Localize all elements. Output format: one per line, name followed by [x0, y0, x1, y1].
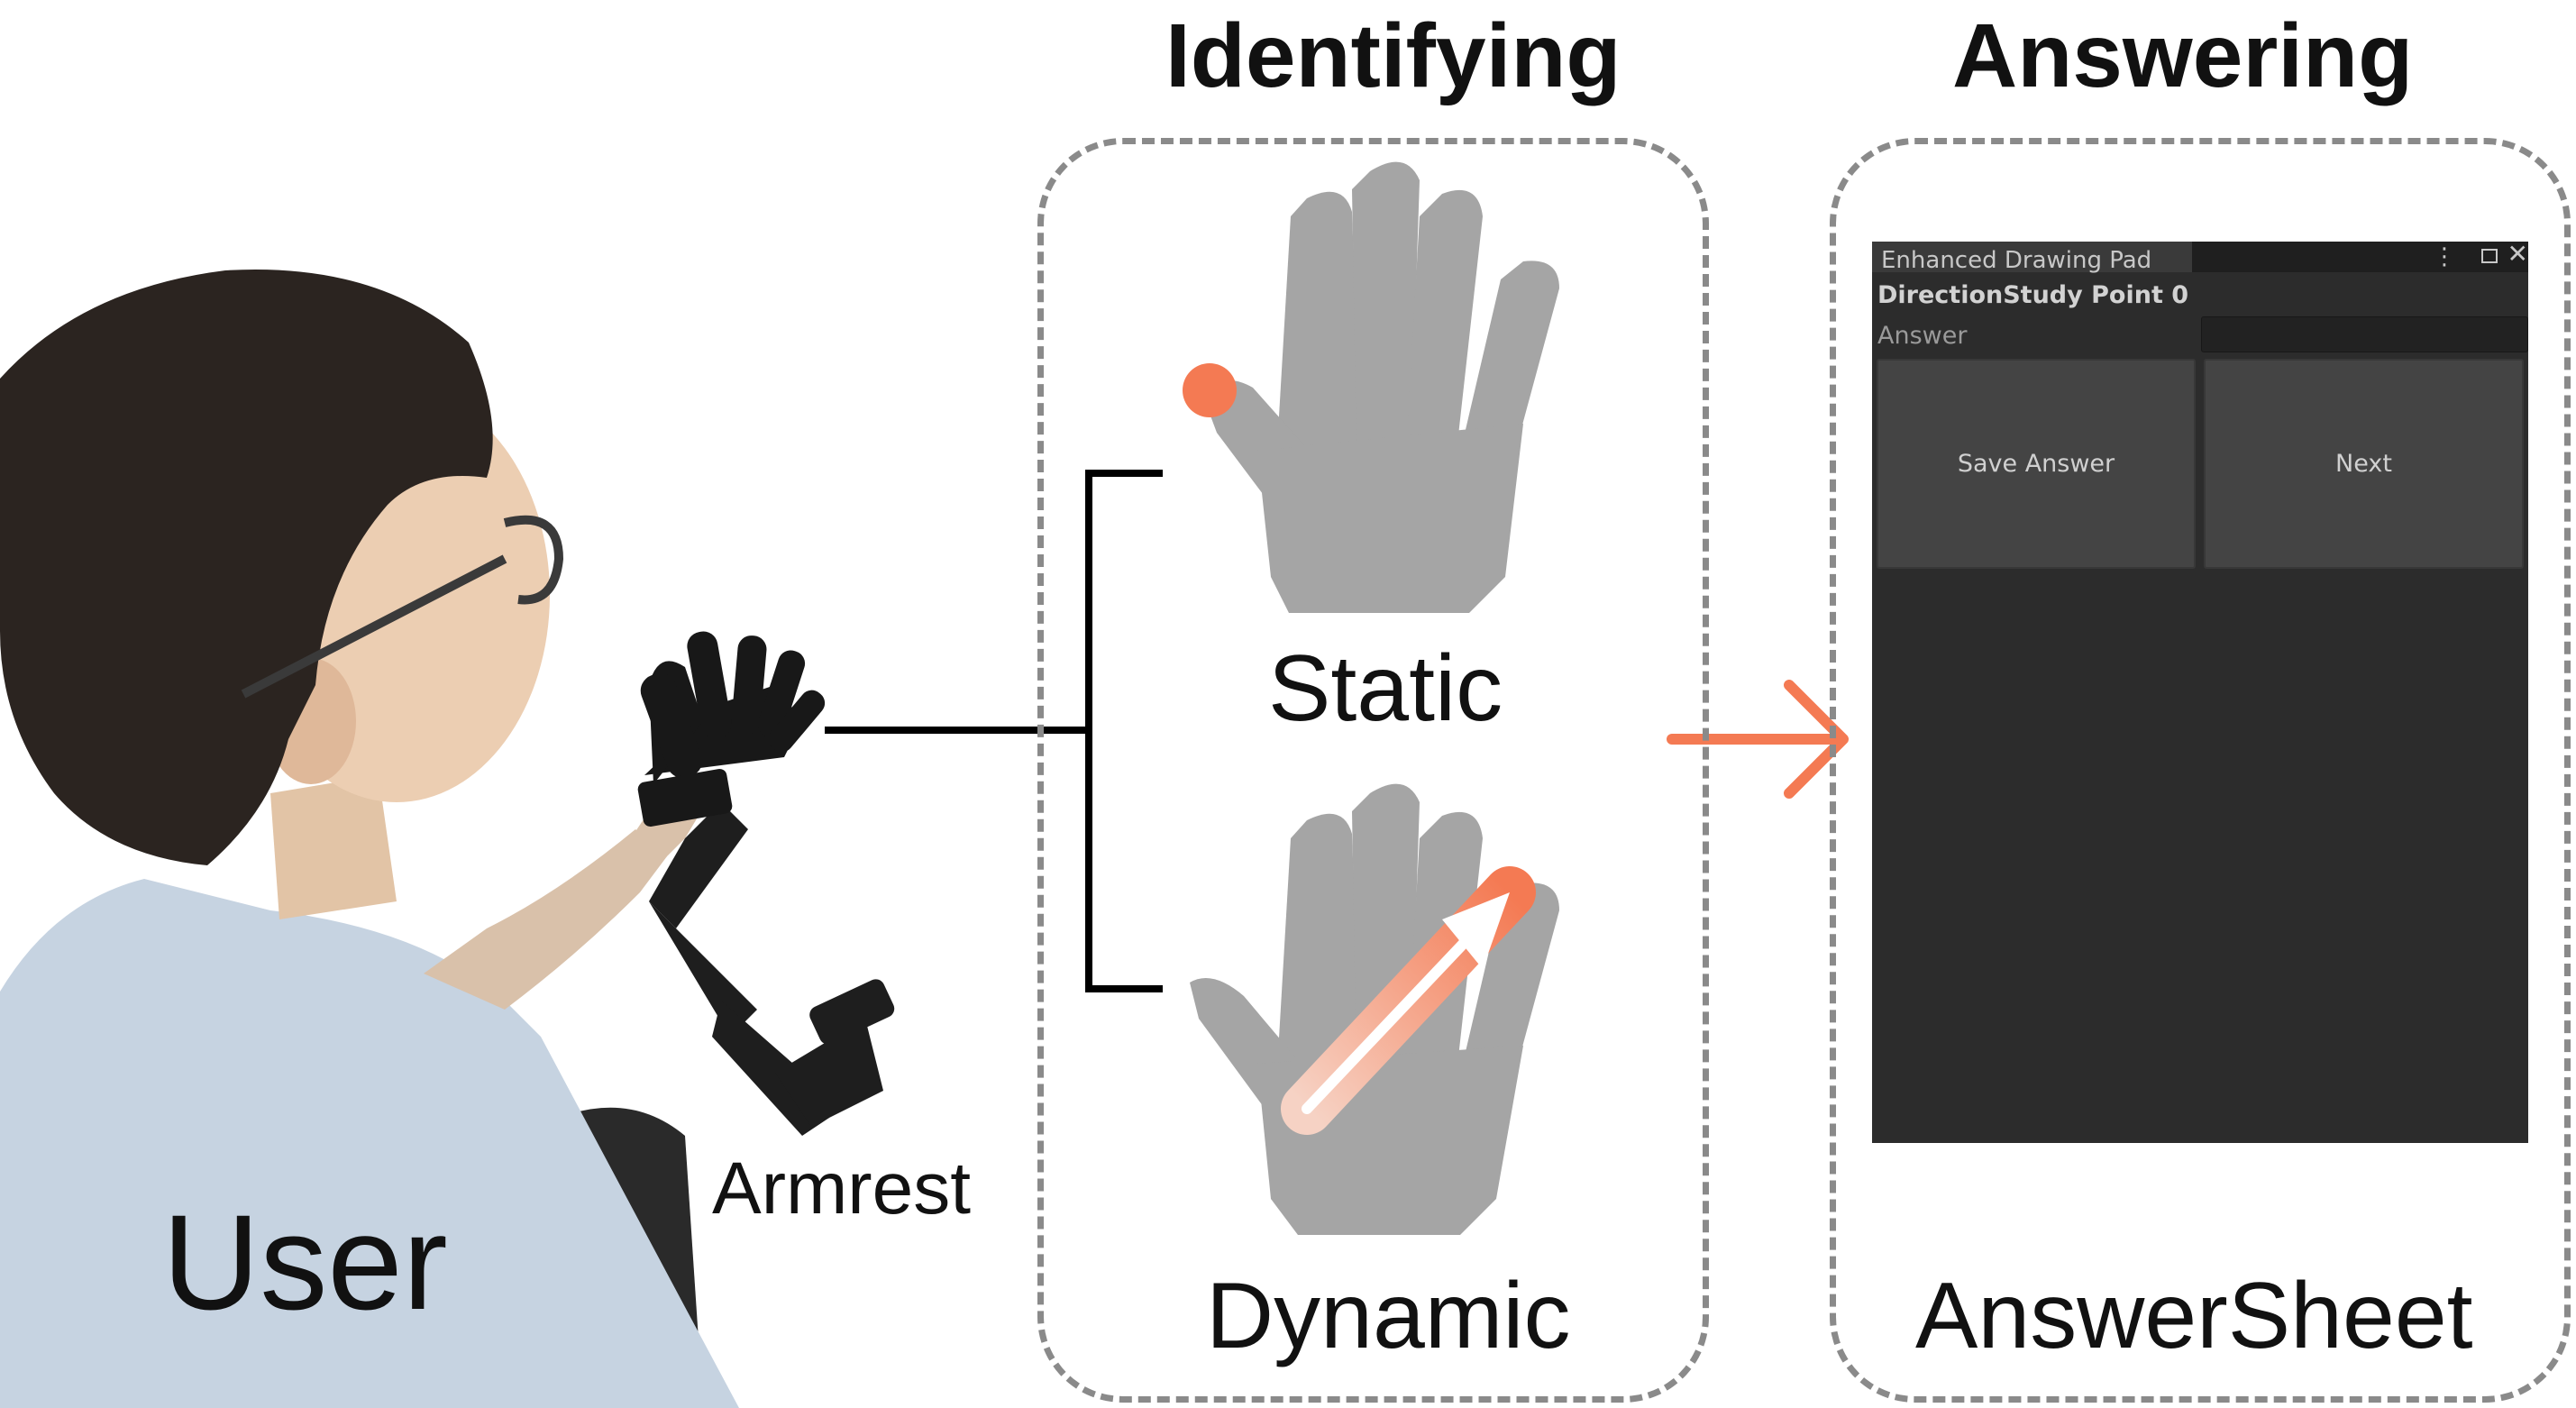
- identifying-title: Identifying: [1165, 5, 1621, 106]
- user-neck: [270, 775, 397, 919]
- window-tab-label: Enhanced Drawing Pad: [1881, 247, 2152, 274]
- answer-input[interactable]: [2201, 316, 2528, 352]
- answer-sheet-window: Enhanced Drawing Pad ⋮ ✕ DirectionStudy …: [1872, 242, 2528, 1143]
- static-touch-point: [1183, 363, 1237, 417]
- answering-box: [1830, 138, 2571, 1403]
- gloved-hand: [637, 631, 826, 827]
- armrest-device: [649, 802, 895, 1136]
- save-answer-button[interactable]: Save Answer: [1877, 359, 2196, 569]
- kebab-menu-icon[interactable]: ⋮: [2433, 243, 2456, 270]
- save-answer-label: Save Answer: [1957, 450, 2115, 478]
- user-caption: User: [162, 1186, 448, 1338]
- answer-sheet-caption: AnswerSheet: [1915, 1264, 2473, 1368]
- flow-arrow-icon: [1667, 680, 1849, 799]
- answering-title: Answering: [1952, 5, 2414, 106]
- point-label: DirectionStudy Point 0: [1877, 281, 2189, 309]
- dynamic-swipe-arrow: [1302, 932, 1475, 1114]
- user-hair: [0, 270, 493, 865]
- next-button[interactable]: Next: [2204, 359, 2524, 569]
- dynamic-caption: Dynamic: [1206, 1264, 1571, 1368]
- armrest-caption: Armrest: [712, 1147, 971, 1230]
- next-label: Next: [2335, 450, 2392, 478]
- close-icon[interactable]: ✕: [2507, 242, 2528, 269]
- bracket: [1085, 470, 1163, 992]
- user-glasses: [241, 515, 564, 699]
- identifying-box: [1037, 138, 1709, 1403]
- static-caption: Static: [1268, 636, 1503, 741]
- user-upper-arm: [424, 829, 667, 1010]
- maximize-icon[interactable]: [2481, 249, 2498, 263]
- dynamic-swipe-arrowhead: [1442, 892, 1510, 969]
- static-hand-icon: [1203, 161, 1559, 613]
- user-torso: [0, 879, 739, 1408]
- window-tab[interactable]: Enhanced Drawing Pad: [1872, 242, 2192, 274]
- answer-label: Answer: [1877, 322, 1968, 350]
- window-titlebar: Enhanced Drawing Pad ⋮ ✕: [1872, 242, 2528, 274]
